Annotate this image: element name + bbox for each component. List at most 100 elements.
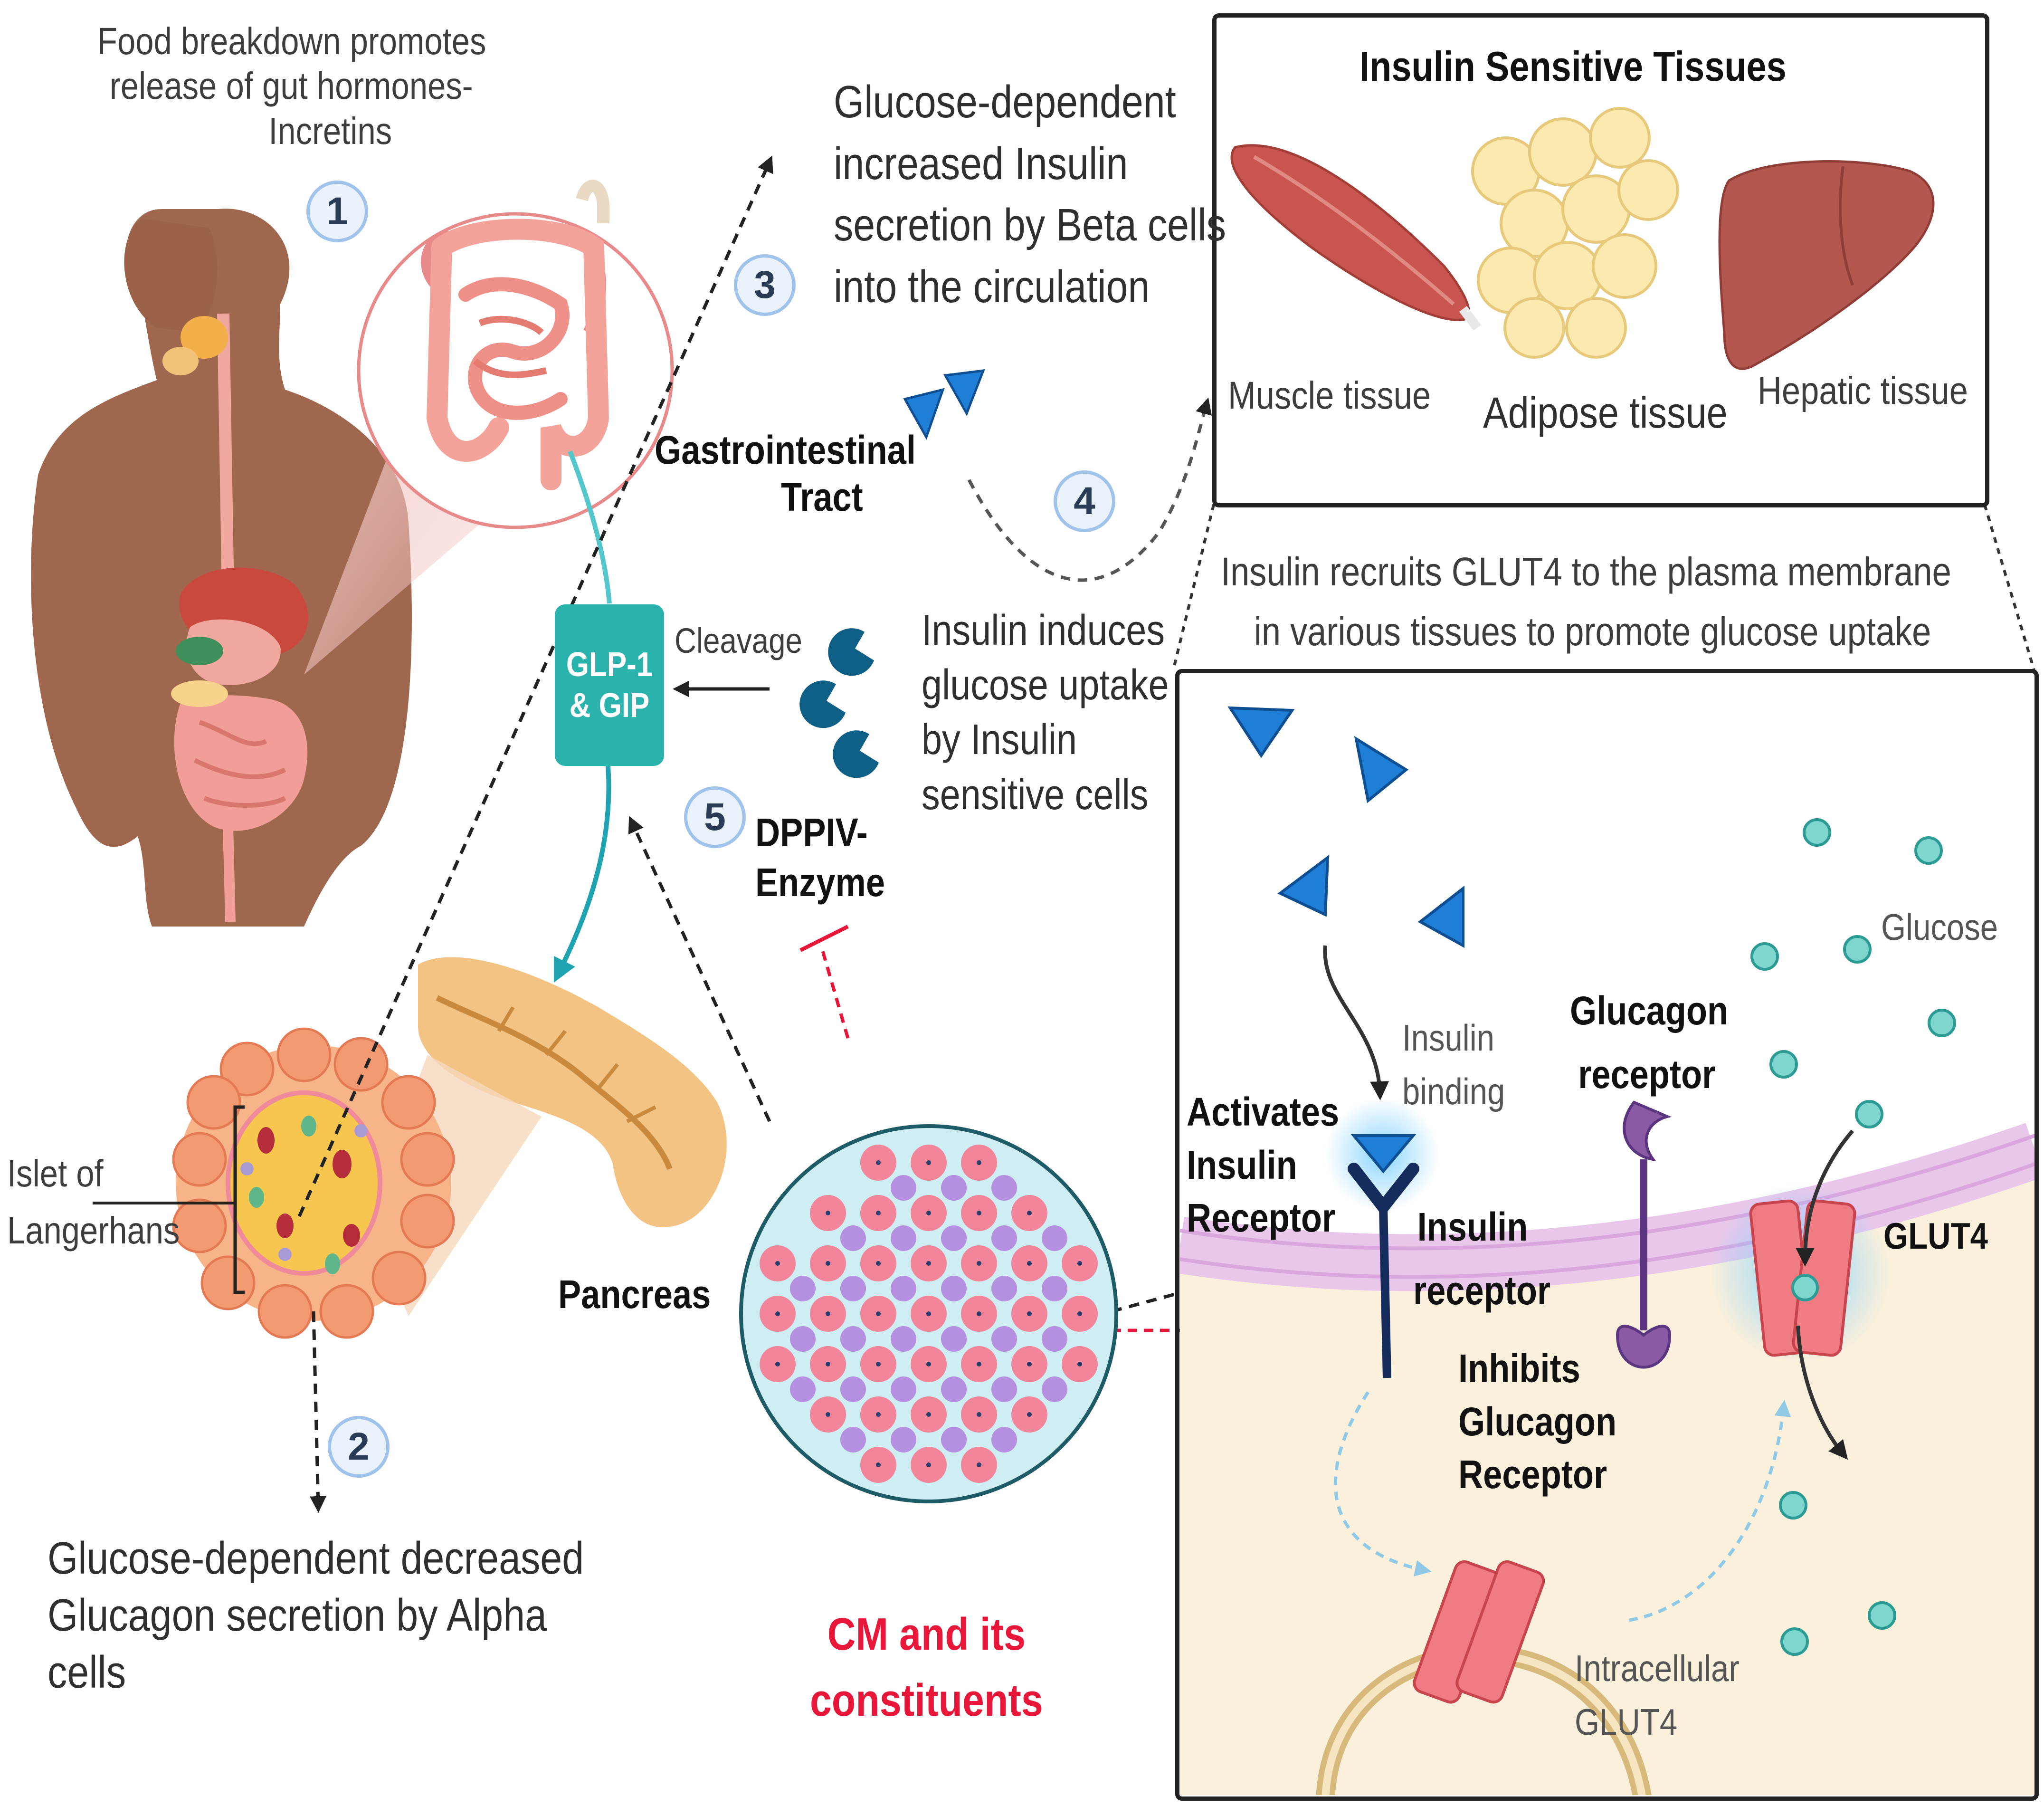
cm-particle-core [876, 1261, 881, 1266]
cm-particle-core [926, 1412, 931, 1417]
cm-label: CM and its constituents [810, 1601, 1043, 1733]
cm-particle-core [977, 1462, 981, 1467]
step-4-line: glucose uptake [922, 661, 1169, 709]
cm-particle-core [876, 1211, 881, 1215]
glucagon-receptor-line: Glucagon [1570, 988, 1729, 1033]
step-2-badge: 2 [328, 1416, 390, 1478]
cell-membrane-panel [1175, 669, 2039, 1801]
cm-particle-purple [840, 1427, 866, 1452]
insulin-sensitive-tissues-panel [1212, 13, 1989, 507]
glucose-entry-arrow [1796, 1129, 1854, 1267]
dppiv-line: Enzyme [755, 860, 885, 905]
teal-pathway-line [568, 450, 612, 604]
cm-particle-purple [891, 1376, 916, 1402]
cm-particle-purple [1042, 1326, 1067, 1352]
cm-particle-core [977, 1311, 981, 1316]
cm-particle-purple [891, 1326, 916, 1352]
cm-particle-core [926, 1362, 931, 1366]
insulin-molecule [903, 388, 945, 440]
cm-particle-core [775, 1362, 780, 1366]
insulin-binding-arrow [1323, 945, 1389, 1100]
dppiv-enzyme-label: DPPIV- Enzyme [755, 808, 885, 908]
cm-particle-core [926, 1160, 931, 1165]
glp-box-line: GLP-1 [566, 645, 653, 684]
step-4-line: sensitive cells [922, 771, 1149, 819]
step-4-line: Insulin induces [922, 607, 1165, 654]
cm-particle-purple [941, 1175, 967, 1201]
cm-particle-purple [790, 1276, 816, 1301]
cm-particle-core [826, 1362, 830, 1366]
inhibits-line: Glucagon [1458, 1399, 1617, 1444]
panel-insulin-molecules [1227, 706, 1464, 948]
cm-particle-core [876, 1311, 881, 1316]
cm-particle-purple [941, 1225, 967, 1251]
step-4-text: Insulin induces glucose uptake by Insuli… [922, 603, 1169, 822]
hepatic-tissue-icon [1718, 160, 1935, 370]
cm-particle-purple [941, 1326, 967, 1352]
insulin-receptor-icon [1325, 1098, 1439, 1378]
arrow-cm-to-glp [628, 816, 771, 1122]
adipose-tissue-icon [1471, 107, 1679, 359]
cm-particle-purple [991, 1175, 1017, 1201]
cm-particle-core [1027, 1362, 1032, 1366]
dppiv-line: DPPIV- [755, 810, 868, 855]
cm-particle-core [876, 1362, 881, 1366]
muscle-tissue-label: Muscle tissue [1228, 374, 1431, 417]
activates-line: Activates [1187, 1089, 1340, 1134]
cm-particle-purple [840, 1276, 866, 1301]
islet-bracket [233, 1105, 245, 1294]
cm-particle-core [926, 1462, 931, 1467]
cm-particle-core [826, 1211, 830, 1215]
cm-particle-purple [941, 1427, 967, 1452]
step-4-line: by Insulin [922, 716, 1077, 764]
step-5-badge: 5 [684, 786, 746, 848]
hepatic-tissue-label: Hepatic tissue [1758, 369, 1968, 412]
cm-particle-purple [1042, 1225, 1067, 1251]
step-1-line: release of gut hormones- [109, 65, 473, 107]
insulin-receptor-label: Insulin receptor [1413, 1195, 1550, 1323]
gi-tract-line: Gastrointestinal [655, 428, 916, 472]
insulin-receptor-line: receptor [1413, 1268, 1551, 1313]
step-3-line: increased Insulin [834, 138, 1128, 189]
inhibits-line: Receptor [1458, 1452, 1607, 1497]
glut4-note-line: Insulin recruits GLUT4 to the plasma mem… [1221, 549, 1951, 594]
cm-line: constituents [810, 1675, 1043, 1726]
cm-line: CM and its [827, 1609, 1026, 1660]
cm-particle-purple [840, 1326, 866, 1352]
cm-particle-core [876, 1412, 881, 1417]
signal-path-arrow [1333, 1391, 1432, 1577]
islet-label: Islet of Langerhans [7, 1145, 180, 1259]
cm-particle-core [826, 1261, 830, 1266]
step-2-line: cells [48, 1647, 126, 1698]
insulin-receptor-line: Insulin [1417, 1204, 1528, 1249]
intestine-zoom [357, 180, 674, 529]
gi-tract-label: Gastrointestinal Tract [655, 427, 916, 521]
intracellular-glut4-line: GLUT4 [1575, 1701, 1678, 1743]
step-2-line: Glucagon secretion by Alpha [48, 1590, 547, 1641]
cm-particle-core [977, 1412, 981, 1417]
inhibit-cm-dppiv-bar [799, 925, 849, 952]
step-1-line: Incretins [268, 109, 392, 152]
cm-particle-purple [790, 1326, 816, 1352]
cm-particle-purple [840, 1376, 866, 1402]
cm-particle-core [1027, 1311, 1032, 1316]
cm-particle-core [977, 1261, 981, 1266]
cm-particle-core [775, 1261, 780, 1266]
islet-line: Langerhans [7, 1209, 180, 1252]
muscle-tissue-icon [1230, 144, 1481, 331]
glucagon-receptor-label: Glucagon receptor [1570, 979, 1728, 1107]
cm-particle-purple [991, 1276, 1017, 1301]
cm-particle-purple [991, 1427, 1017, 1452]
step-3-line: into the circulation [834, 261, 1150, 312]
insulin-binding-label: Insulin binding [1402, 1011, 1505, 1118]
cm-particle-purple [941, 1276, 967, 1301]
glut4-transporter-icon [1710, 1183, 1891, 1364]
step-3-line: secretion by Beta cells [834, 200, 1226, 251]
islet-line: Islet of [7, 1152, 104, 1194]
inhibit-cm-dppiv [820, 947, 850, 1039]
intracellular-glut4-line: Intracellular [1575, 1647, 1740, 1689]
insulin-binding-line: Insulin [1402, 1017, 1494, 1059]
adipose-tissue-label: Adipose tissue [1483, 389, 1728, 437]
glp-box-line: & GIP [569, 687, 650, 725]
